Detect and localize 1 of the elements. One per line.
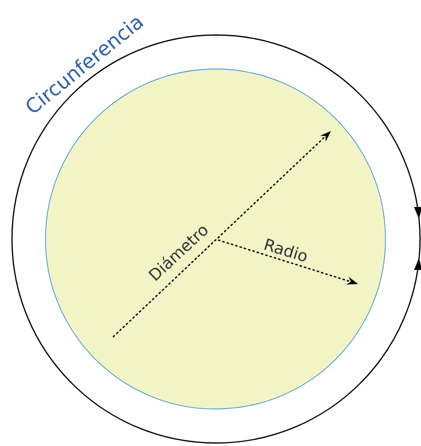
label: Radio xyxy=(264,238,307,262)
